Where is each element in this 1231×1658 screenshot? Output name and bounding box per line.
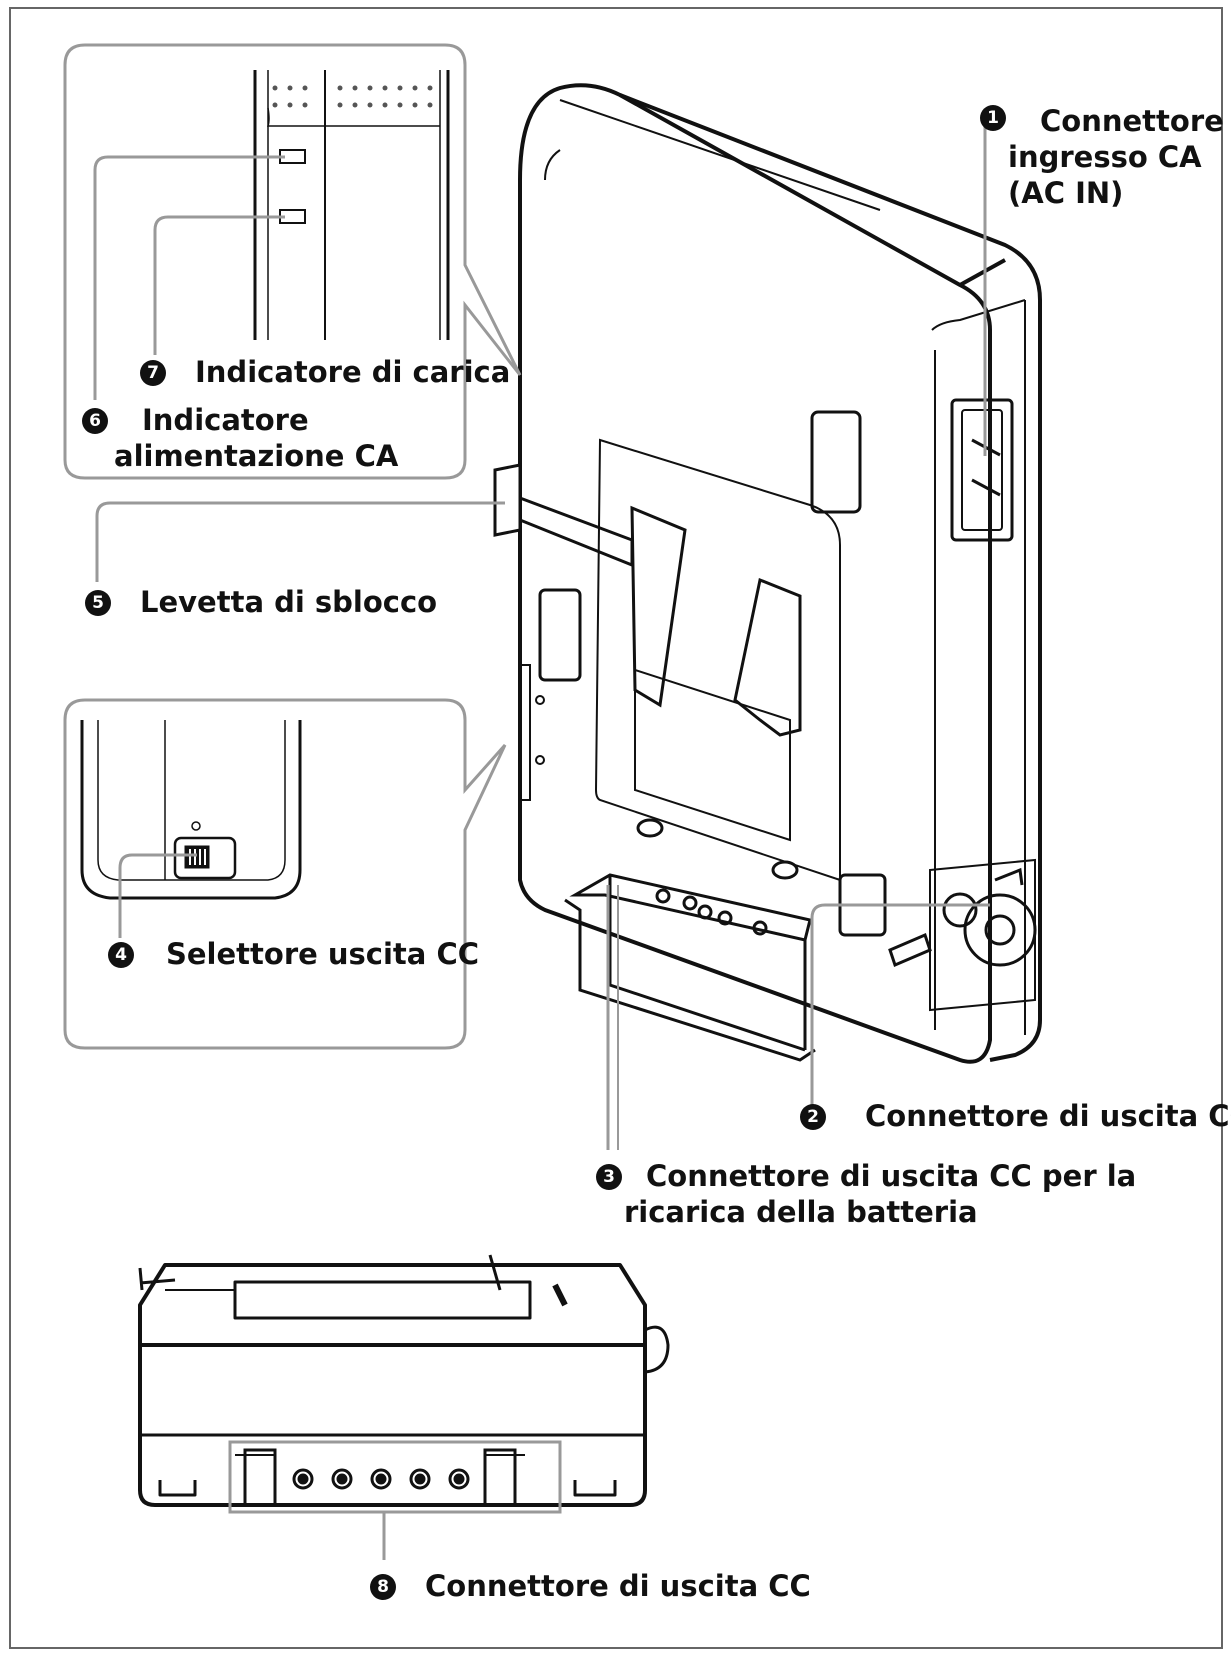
v-mount-plate [594, 438, 841, 882]
selector-inset [63, 698, 507, 1050]
dc-out-xlr [888, 858, 1037, 1012]
callout-label-line: Connettore di uscita CC per la [646, 1159, 1137, 1193]
main-unit [518, 83, 1042, 1064]
callout-number-5: 5 [85, 590, 111, 616]
callout-label-line: (AC IN) [1008, 176, 1124, 210]
bottom-connector-box [228, 1440, 562, 1514]
release-lever [493, 463, 634, 568]
callout-label-line: alimentazione CA [114, 439, 399, 473]
callout-number-1: 1 [980, 105, 1006, 131]
callout-number-7: 7 [140, 360, 166, 386]
figure-border [9, 7, 1223, 1649]
callout-number-6: 6 [82, 408, 108, 434]
callout-label-line: Connettore di uscita CC [865, 1099, 1231, 1133]
callout-number-2: 2 [800, 1104, 826, 1130]
callout-number-8: 8 [370, 1574, 396, 1600]
callout-label-line: ingresso CA [1008, 140, 1202, 174]
battery-charge-connector [564, 818, 816, 1062]
indicator-inset [63, 43, 522, 480]
callout-label-line: Indicatore [142, 403, 309, 437]
callout-label-line: Indicatore di carica [195, 355, 511, 389]
callout-label-line: Levetta di sblocco [140, 585, 438, 619]
callout-number-3: 3 [596, 1164, 622, 1190]
callout-label-line: Selettore uscita CC [166, 937, 480, 971]
callout-label-line: Connettore di uscita CC [425, 1569, 811, 1603]
callout-label-line: ricarica della batteria [624, 1195, 978, 1229]
bottom-view [138, 1254, 670, 1507]
callout-label-line: Connettore d [1040, 104, 1231, 138]
ac-in-socket [950, 398, 1014, 542]
callout-number-4: 4 [108, 942, 134, 968]
